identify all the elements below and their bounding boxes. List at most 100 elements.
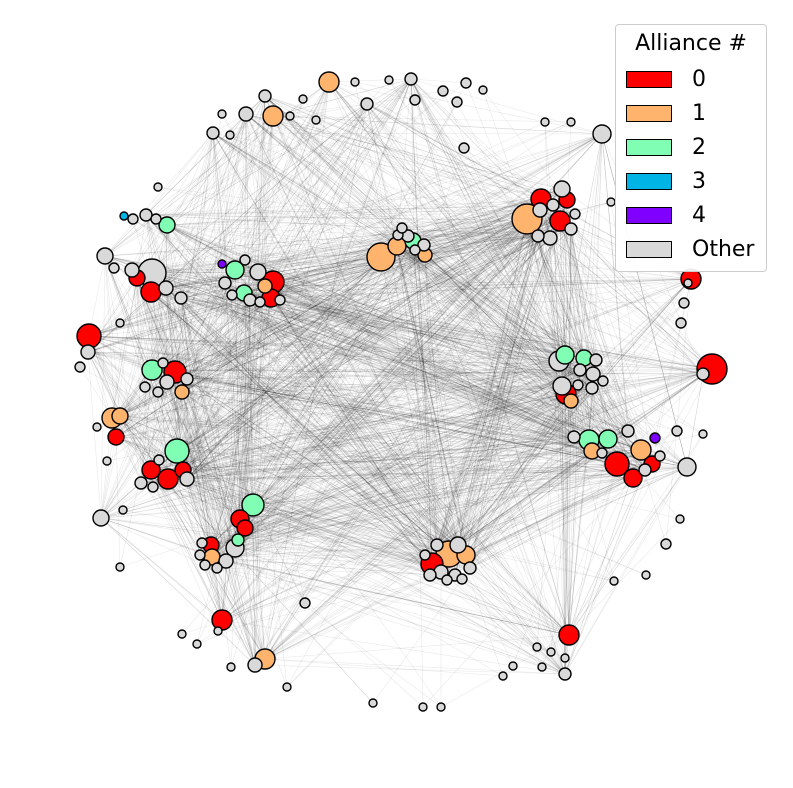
graph-node: [549, 210, 571, 232]
graph-edge: [243, 292, 456, 576]
graph-edge: [174, 371, 456, 576]
graph-edge: [257, 271, 609, 440]
graph-edge: [182, 354, 566, 471]
graph-node: [274, 294, 286, 306]
graph-edge: [186, 254, 426, 480]
graph-node: [157, 357, 169, 369]
graph-edge: [166, 224, 567, 395]
graph-edge: [180, 297, 256, 666]
graph-edge: [272, 281, 593, 452]
graph-edge: [412, 240, 567, 395]
graph-edge: [174, 90, 444, 373]
graph-edge: [151, 272, 560, 362]
graph-edge: [264, 658, 504, 677]
graph-edge: [186, 439, 590, 480]
graph-edge: [270, 278, 692, 299]
graph-edge: [243, 292, 570, 636]
graph-edge: [454, 438, 609, 576]
graph-edge: [186, 436, 575, 480]
graph-edge: [186, 256, 382, 480]
graph-edge: [412, 240, 688, 468]
graph-edge: [131, 220, 561, 271]
graph-edge: [145, 214, 572, 402]
graph-edge: [180, 297, 241, 520]
graph-edge: [111, 369, 581, 419]
graph-edge: [243, 292, 567, 395]
graph-edge: [396, 245, 704, 375]
graph-edge: [448, 199, 568, 555]
graph-edge: [136, 95, 266, 279]
graph-edge: [234, 547, 566, 675]
graph-edge: [145, 214, 563, 387]
graph-edge: [221, 113, 450, 555]
graph-edge: [151, 369, 459, 546]
graph-edge: [151, 369, 538, 648]
graph-edge: [119, 278, 692, 417]
graph-edge: [88, 335, 160, 461]
graph-edge: [115, 95, 266, 438]
graph-edge: [234, 269, 241, 520]
graph-edge: [131, 269, 646, 471]
graph-edge: [131, 269, 590, 441]
graph-edge: [272, 115, 593, 389]
graph-edge: [224, 282, 590, 441]
graph-edge: [186, 368, 713, 480]
graph-edge: [100, 517, 467, 556]
graph-edge: [145, 214, 590, 441]
graph-edge: [568, 436, 575, 636]
graph-edge: [436, 438, 609, 546]
graph-edge: [150, 439, 590, 471]
graph-edge: [424, 254, 575, 438]
graph-edge: [166, 224, 581, 371]
graph-edge: [270, 235, 539, 299]
graph-edge: [150, 282, 689, 471]
graph-edge: [245, 113, 542, 200]
graph-edge: [237, 240, 414, 541]
graph-edge: [463, 147, 618, 465]
graph-edge: [151, 369, 442, 573]
graph-edge: [221, 199, 568, 621]
graph-edge: [115, 354, 566, 438]
graph-edge: [151, 272, 661, 457]
graph-edge: [244, 393, 567, 529]
graph-edge: [234, 220, 561, 549]
graph-edge: [564, 433, 704, 675]
graph-edge: [366, 103, 634, 479]
graph-node: [139, 208, 153, 222]
graph-edge: [526, 218, 704, 375]
graph-edge: [254, 95, 266, 666]
graph-edge: [186, 369, 581, 380]
graph-edge: [237, 292, 245, 541]
graph-edge: [182, 269, 236, 471]
graph-edge: [410, 78, 450, 555]
graph-edge: [272, 115, 566, 675]
graph-edge: [249, 299, 609, 440]
graph-edge: [212, 132, 236, 271]
graph-edge: [243, 292, 266, 660]
graph-edge: [234, 269, 593, 389]
graph-edge: [272, 235, 539, 283]
graph-edge: [167, 391, 183, 480]
graph-edge: [151, 297, 272, 371]
graph-edge: [414, 99, 570, 636]
graph-edge: [552, 204, 634, 479]
graph-node: [463, 561, 477, 575]
graph-edge: [234, 199, 568, 549]
graph-edge: [237, 539, 459, 546]
graph-edge: [461, 436, 575, 580]
graph-edge: [211, 281, 274, 558]
graph-edge: [252, 369, 581, 506]
graph-edge: [552, 204, 560, 362]
graph-edge: [111, 417, 609, 440]
graph-edge: [186, 478, 442, 573]
graph-edge: [221, 360, 560, 621]
graph-edge: [210, 544, 442, 573]
graph-edge: [412, 240, 713, 370]
graph-edge: [180, 297, 236, 549]
graph-edge: [181, 391, 618, 465]
graph-edge: [176, 450, 688, 468]
graph-edge: [166, 224, 178, 452]
graph-edge: [244, 357, 585, 529]
graph-edge: [243, 292, 456, 576]
graph-edge: [252, 81, 330, 506]
